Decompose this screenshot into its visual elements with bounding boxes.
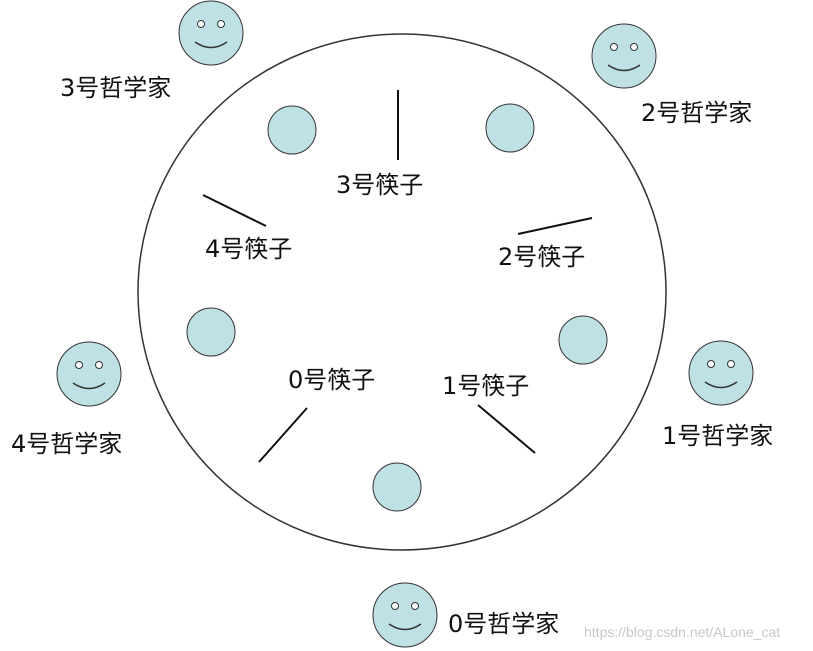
table-circle — [137, 33, 667, 551]
philosopher-0-label: 0号哲学家 — [448, 610, 560, 638]
chopstick-3-label: 3号筷子 — [336, 171, 424, 199]
chopstick-2 — [517, 217, 593, 235]
philosopher-1-label: 1号哲学家 — [662, 422, 774, 450]
chopstick-1-label: 1号筷子 — [442, 372, 530, 400]
watermark: https://blog.csdn.net/ALone_cat — [584, 624, 781, 640]
philosopher-3-face-icon — [178, 0, 244, 66]
chopstick-0-label: 0号筷子 — [288, 366, 376, 394]
philosopher-2-face-icon — [591, 23, 657, 89]
plate-1 — [558, 315, 608, 365]
chopstick-4-label: 4号筷子 — [205, 235, 293, 263]
philosopher-4-face-icon — [56, 341, 122, 407]
plate-0 — [372, 462, 422, 512]
plate-2 — [485, 103, 535, 153]
chopstick-0 — [258, 407, 308, 463]
philosopher-3-label: 3号哲学家 — [60, 74, 172, 102]
chopstick-1 — [477, 404, 536, 454]
philosopher-0-face-icon — [372, 582, 438, 648]
plate-4 — [186, 307, 236, 357]
chopstick-2-label: 2号筷子 — [498, 243, 586, 271]
philosopher-1-face-icon — [688, 340, 754, 406]
philosopher-2-label: 2号哲学家 — [641, 99, 753, 127]
plate-3 — [267, 105, 317, 155]
philosopher-4-label: 4号哲学家 — [11, 430, 123, 458]
chopstick-4 — [202, 194, 267, 227]
